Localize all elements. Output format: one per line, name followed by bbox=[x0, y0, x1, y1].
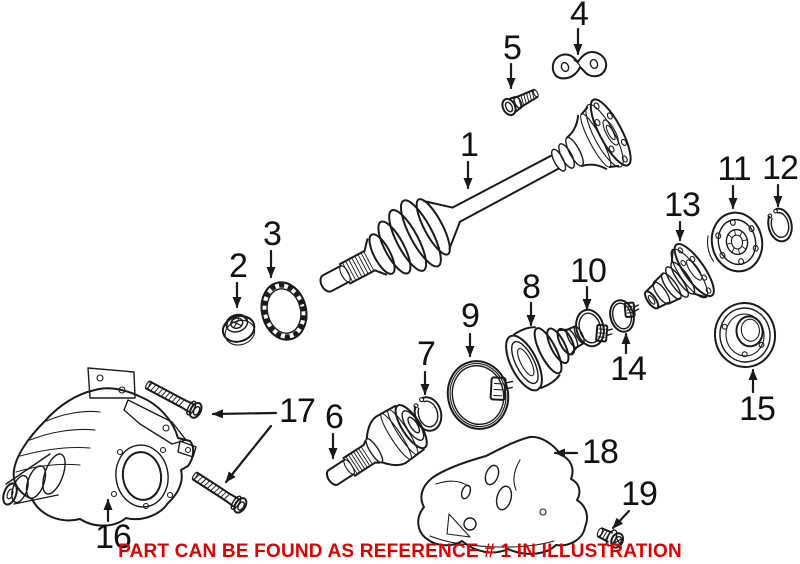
cv-boot-drawing bbox=[505, 325, 585, 392]
callout-7: 7 bbox=[417, 335, 436, 373]
callout-6: 6 bbox=[325, 398, 344, 436]
inner-cv-plate-drawing bbox=[707, 211, 764, 273]
nut-drawing bbox=[221, 313, 256, 346]
callout-arrows bbox=[103, 27, 783, 530]
callout-19: 19 bbox=[621, 475, 658, 513]
callout-11: 11 bbox=[717, 150, 751, 188]
bolt-drawing bbox=[501, 88, 539, 117]
callout-4: 4 bbox=[570, 0, 589, 33]
large-clamp-drawing bbox=[446, 360, 514, 430]
callout-8: 8 bbox=[522, 268, 541, 306]
callout-3: 3 bbox=[263, 215, 282, 253]
callout-12: 12 bbox=[762, 149, 799, 187]
callout-10: 10 bbox=[570, 252, 607, 290]
cv-joint-drawing bbox=[325, 404, 428, 486]
callout-1: 1 bbox=[460, 126, 479, 164]
callout-13: 13 bbox=[664, 186, 701, 224]
callout-14: 14 bbox=[610, 350, 647, 388]
heat-shield-drawing bbox=[417, 435, 588, 555]
lock-ring-drawing bbox=[260, 281, 308, 341]
clamp-2-drawing bbox=[609, 299, 640, 333]
reference-notice: PART CAN BE FOUND AS REFERENCE # 1 IN IL… bbox=[118, 541, 682, 562]
bracket-drawing bbox=[551, 51, 608, 80]
mounting-bolts-drawing bbox=[145, 380, 248, 514]
differential-drawing bbox=[2, 367, 197, 527]
callout-9: 9 bbox=[461, 297, 480, 335]
snap-ring-drawing bbox=[408, 393, 443, 432]
bearing-ring-drawing bbox=[713, 302, 777, 368]
callout-17: 17 bbox=[279, 392, 316, 430]
callout-5: 5 bbox=[503, 29, 522, 67]
callout-15: 15 bbox=[739, 390, 776, 428]
shield-bolt-drawing bbox=[596, 527, 625, 549]
callout-16: 16 bbox=[95, 518, 132, 556]
snap-ring-2-drawing bbox=[763, 205, 793, 243]
callout-2: 2 bbox=[229, 247, 248, 285]
flange-drawing bbox=[644, 242, 715, 310]
callout-18: 18 bbox=[582, 433, 619, 471]
clamp-drawing bbox=[575, 308, 613, 348]
